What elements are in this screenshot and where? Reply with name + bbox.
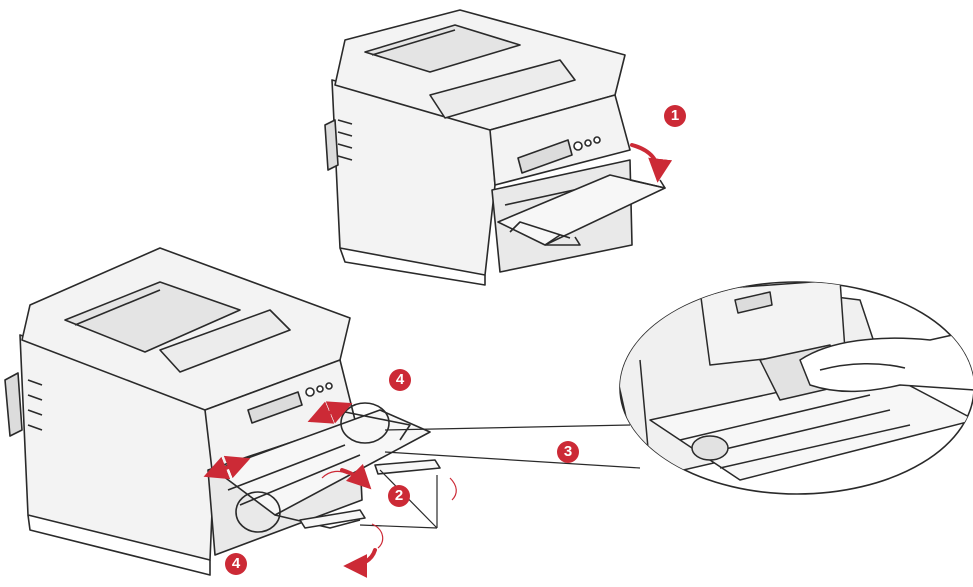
magnifier-connectors: [384, 424, 641, 469]
arrow-open-tray: [630, 143, 673, 183]
arrow-fold-support: [343, 548, 377, 578]
callout-2: 2: [388, 485, 410, 507]
callout-4-lower: 4: [225, 553, 247, 575]
arrow-guide-lower: [203, 455, 251, 480]
printer-bottom: [4, 247, 441, 576]
callout-4-upper: 4: [389, 369, 411, 391]
callout-1: 1: [664, 105, 686, 127]
printer-top: [324, 9, 666, 286]
magnified-detail: [619, 281, 973, 495]
arrow-guide-upper: [307, 401, 353, 424]
arrow-extend-tray: [340, 463, 372, 490]
callout-3: 3: [557, 441, 579, 463]
action-arrows: [203, 143, 673, 578]
action-arrows-outline: [321, 470, 457, 549]
